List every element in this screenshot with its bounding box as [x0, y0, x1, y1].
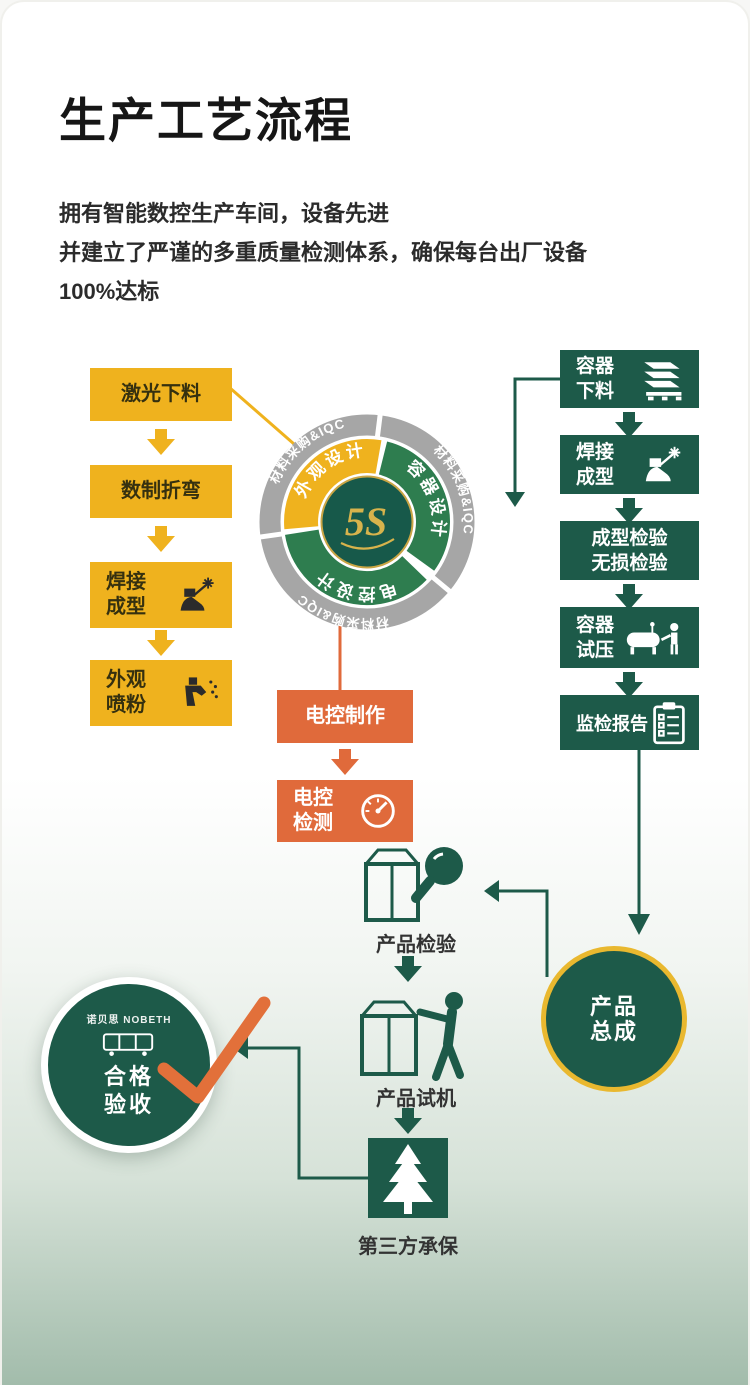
segment-electric-design [285, 528, 427, 606]
page-title: 生产工艺流程 [59, 94, 353, 147]
step-label: 外观 喷粉 [106, 669, 146, 716]
segment-appearance-design [284, 439, 382, 530]
step-label: 电控 检测 [293, 787, 333, 834]
segment-vessel-design [378, 441, 450, 571]
ring-gaps [257, 412, 453, 595]
procurement-ring [259, 414, 475, 630]
step-electric-control-production: 电控制作 [277, 690, 413, 743]
brand-logo: 诺贝思 NOBETH [86, 1015, 172, 1026]
step-cnc-bending: 数制折弯 [90, 465, 232, 518]
step-label: 数制折弯 [121, 480, 201, 502]
step-vessel-cutting: 容器 下料 [560, 350, 699, 408]
report-icon [653, 701, 685, 744]
step-supervision-report: 监检报告 [560, 695, 699, 750]
step-label: 焊接 成型 [576, 441, 615, 488]
product-trial-label: 产品试机 [376, 1088, 456, 1110]
welder-icon [180, 577, 214, 611]
third-party-insurance [368, 1138, 448, 1218]
plates-icon [644, 362, 682, 401]
product-trial-icon [360, 992, 464, 1081]
step-forming-ndt-inspection: 成型检验 无损检验 [560, 521, 699, 580]
step-welding-forming-right: 焊接 成型 [560, 435, 699, 494]
welder-icon [645, 446, 681, 481]
design-cycle-wheel: 材料采购&IQC 材料采购&IQC 材料采购&IQC 外观设计 容器设计 电控设… [257, 412, 475, 631]
orange-arrow [331, 749, 359, 775]
product-assembly-circle: 产品 总成 [541, 946, 687, 1092]
step-label: 容器 下料 [576, 356, 615, 402]
design-segments [284, 439, 450, 606]
dial-icon [361, 794, 395, 828]
acceptance-label: 合格 验收 [103, 1064, 154, 1117]
product-inspection-icon [364, 847, 463, 922]
assembly-label: 产品 总成 [589, 994, 638, 1044]
pine-tree-icon [368, 1138, 448, 1218]
subtitle-line: 拥有智能数控生产车间，设备先进 [59, 201, 390, 226]
step-vessel-pressure-test: 容器 试压 [560, 607, 699, 668]
page-subtitle: 拥有智能数控生产车间，设备先进 并建立了严谨的多重质量检测体系，确保每台出厂设备… [59, 194, 587, 311]
logo-swoosh [340, 538, 395, 550]
product-inspection-label: 产品检验 [376, 934, 456, 956]
subtitle-line: 并建立了严谨的多重质量检测体系，确保每台出厂设备 [59, 240, 588, 265]
spray-gun-icon [185, 677, 218, 706]
step-label: 激光下料 [121, 383, 201, 405]
subtitle-line: 100%达标 [59, 279, 160, 304]
check-icon [157, 996, 271, 1104]
five-s-logo: 5S [345, 499, 387, 544]
step-label: 容器 试压 [576, 614, 615, 661]
step-label: 成型检验 无损检验 [591, 527, 668, 574]
step-label: 电控制作 [305, 705, 385, 727]
step-powder-coating: 外观 喷粉 [90, 660, 232, 726]
step-welding-forming-left: 焊接 成型 [90, 562, 232, 628]
third-party-insurance-label: 第三方承保 [358, 1236, 458, 1258]
step-laser-cutting: 激光下料 [90, 368, 232, 421]
machine-illustration [102, 1033, 154, 1056]
pressure-test-icon [626, 621, 679, 654]
step-electric-control-testing: 电控 检测 [277, 780, 413, 842]
step-label: 监检报告 [576, 713, 648, 734]
step-label: 焊接 成型 [106, 571, 146, 618]
